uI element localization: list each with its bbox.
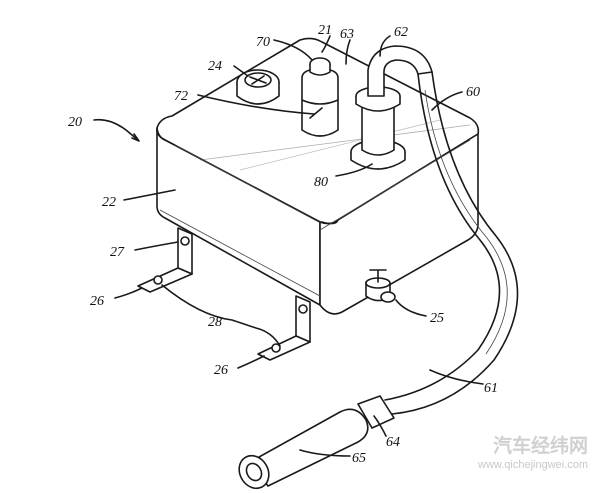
label-63: 63 (340, 27, 354, 42)
label-28: 28 (208, 315, 222, 330)
reference-numerals: 20 21 22 24 25 26 26 27 28 60 61 62 63 6… (68, 23, 498, 466)
label-61: 61 (484, 381, 498, 396)
label-24: 24 (208, 59, 222, 74)
label-21: 21 (318, 23, 332, 38)
label-80: 80 (314, 175, 328, 190)
label-20: 20 (68, 115, 82, 130)
label-25: 25 (430, 311, 444, 326)
pump-assembly (350, 45, 519, 415)
label-72: 72 (174, 89, 188, 104)
mounting-brackets (137, 227, 311, 361)
suction-wand (238, 395, 395, 490)
filler-cap (236, 69, 280, 105)
label-70: 70 (256, 35, 270, 50)
label-26a: 26 (90, 294, 104, 309)
label-64: 64 (386, 435, 400, 450)
watermark-url: www.qichejingwei.com (477, 459, 588, 471)
label-27: 27 (110, 245, 125, 260)
reservoir-bottle (301, 57, 339, 137)
label-65: 65 (352, 451, 366, 466)
watermark-brand: 汽车经纬网 (493, 434, 588, 457)
label-26b: 26 (214, 363, 228, 378)
label-60: 60 (466, 85, 480, 100)
leader-lines (93, 35, 484, 457)
label-22: 22 (102, 195, 116, 210)
watermark: 汽车经纬网 www.qichejingwei.com (477, 434, 588, 471)
drain-valve (365, 269, 396, 303)
label-62: 62 (394, 25, 408, 40)
